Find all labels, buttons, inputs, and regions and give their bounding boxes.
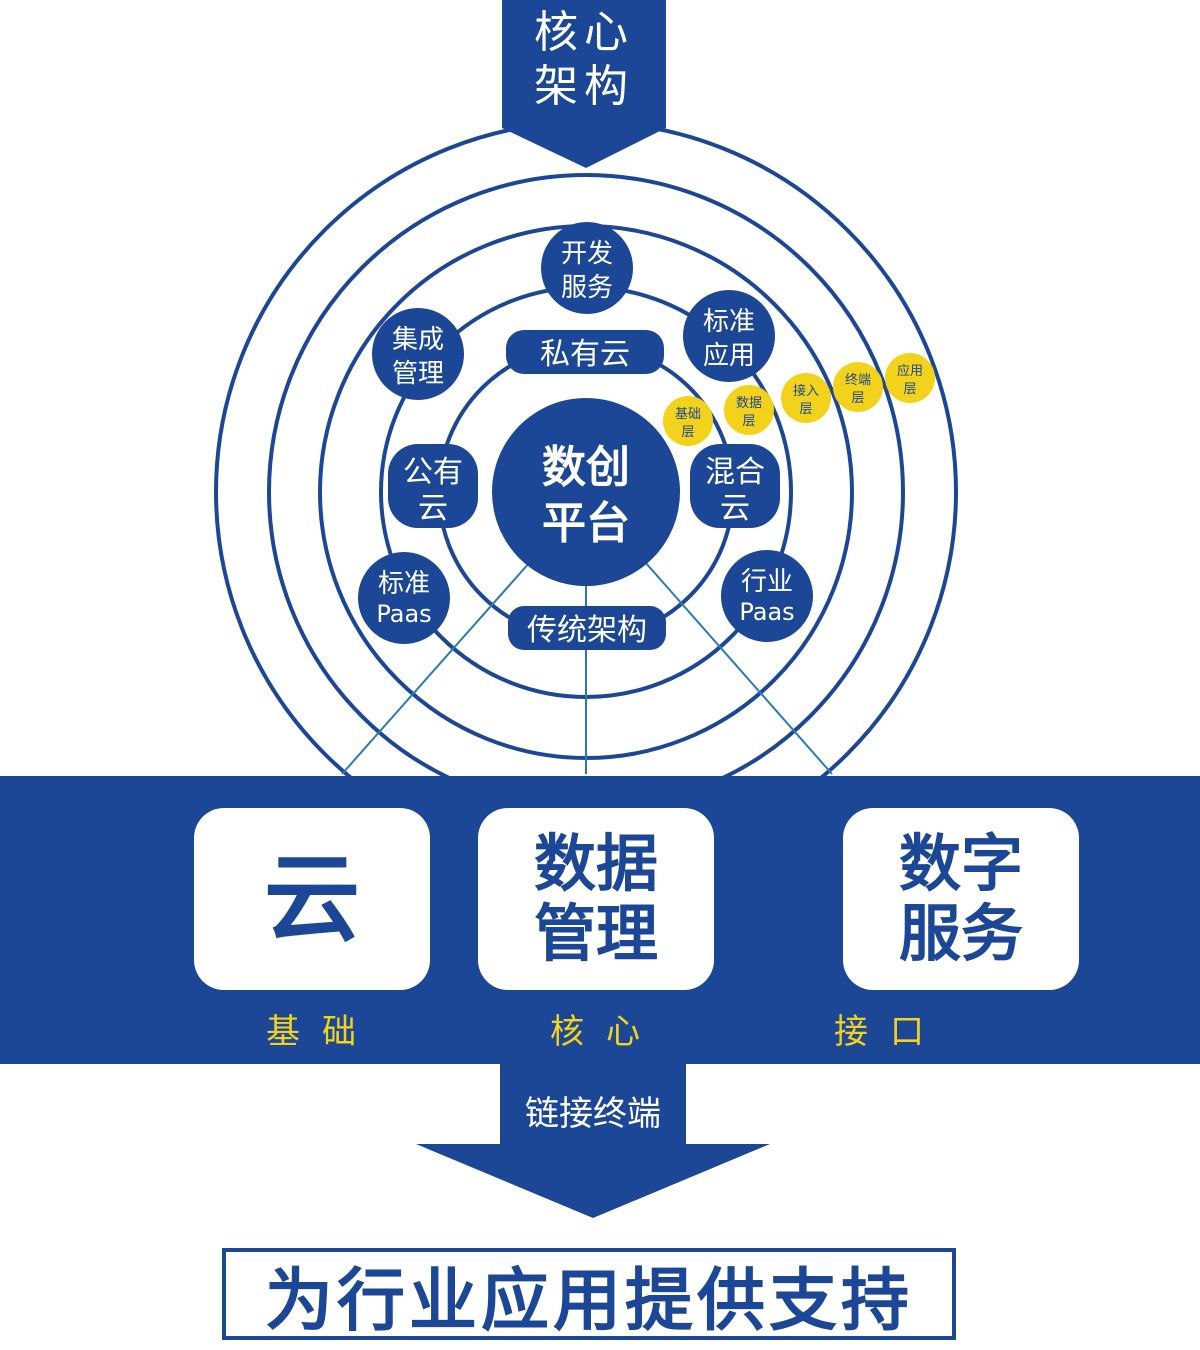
industry-paas-line1: 行业 [741, 567, 793, 597]
private-cloud-pill [506, 330, 664, 374]
integration-node [372, 308, 464, 400]
layer-base-line1: 基础 [675, 407, 701, 422]
card-digital-service-text: 数字服务 [898, 827, 1023, 970]
card-cloud-text: 云 [264, 843, 360, 955]
label-core: 核心 [550, 1012, 662, 1052]
layer-badge-terminal [833, 362, 883, 412]
traditional-label: 传统架构 [527, 613, 647, 648]
top-arrow [502, 0, 666, 168]
top-arrow-label: 核心 架构 [502, 6, 666, 114]
connector-right [644, 561, 833, 775]
label-foundation: 基础 [266, 1012, 378, 1052]
support-text: 为行业应用提供支持 [264, 1261, 913, 1341]
standard-app-node [683, 290, 775, 382]
standard-paas-node [358, 552, 450, 644]
ring-4 [267, 173, 905, 776]
center-text-2: 平台 [542, 498, 630, 549]
card-data-management: 数据管理 [478, 808, 714, 990]
card-digital-service: 数字服务 [843, 808, 1079, 990]
public-cloud-node [388, 444, 478, 528]
public-cloud-line2: 云 [418, 491, 448, 526]
layer-application-line2: 层 [903, 382, 916, 397]
bottom-arrow-label: 链接终端 [525, 1094, 661, 1134]
layer-data-line1: 数据 [736, 396, 762, 411]
dev-service-line2: 服务 [561, 273, 613, 303]
standard-app-line2: 应用 [703, 341, 755, 371]
standard-paas-line2: Paas [376, 600, 431, 628]
integration-line2: 管理 [392, 359, 444, 389]
label-interface: 接口 [834, 1012, 946, 1052]
layer-access-line2: 层 [799, 402, 812, 417]
layer-terminal-line2: 层 [851, 391, 864, 406]
top-arrow-line2: 架构 [534, 61, 634, 112]
top-arrow-line1: 核心 [534, 7, 634, 58]
layer-data-line2: 层 [742, 414, 755, 429]
card-data-management-text: 数据管理 [533, 827, 658, 970]
layer-badge-application [885, 353, 935, 403]
integration-line1: 集成 [392, 325, 444, 355]
hybrid-cloud-line2: 云 [720, 491, 750, 526]
industry-paas-node [721, 550, 813, 642]
dev-service-line1: 开发 [561, 239, 613, 269]
card-cloud: 云 [194, 808, 430, 990]
layer-badge-base [663, 396, 713, 446]
hybrid-cloud-line1: 混合 [705, 455, 765, 490]
bottom-arrow [416, 1062, 770, 1218]
layer-access-line1: 接入 [793, 383, 819, 399]
center-node [492, 398, 680, 586]
public-cloud-line1: 公有 [403, 455, 463, 490]
standard-app-line1: 标准 [703, 307, 755, 337]
hybrid-cloud-node [690, 444, 780, 528]
layer-terminal-line1: 终端 [845, 372, 871, 388]
layer-badge-data [724, 385, 774, 435]
industry-paas-line2: Paas [739, 598, 794, 626]
standard-paas-line1: 标准 [378, 569, 430, 599]
center-text-1: 数创 [542, 442, 630, 493]
support-box: 为行业应用提供支持 [222, 1248, 956, 1341]
layer-base-line2: 层 [681, 425, 694, 440]
dev-service-node [541, 222, 633, 314]
connector-left [341, 561, 531, 775]
traditional-pill [508, 606, 666, 650]
layer-application-line1: 应用 [897, 363, 923, 379]
private-cloud-label: 私有云 [540, 337, 630, 372]
layer-badge-access [781, 373, 831, 423]
